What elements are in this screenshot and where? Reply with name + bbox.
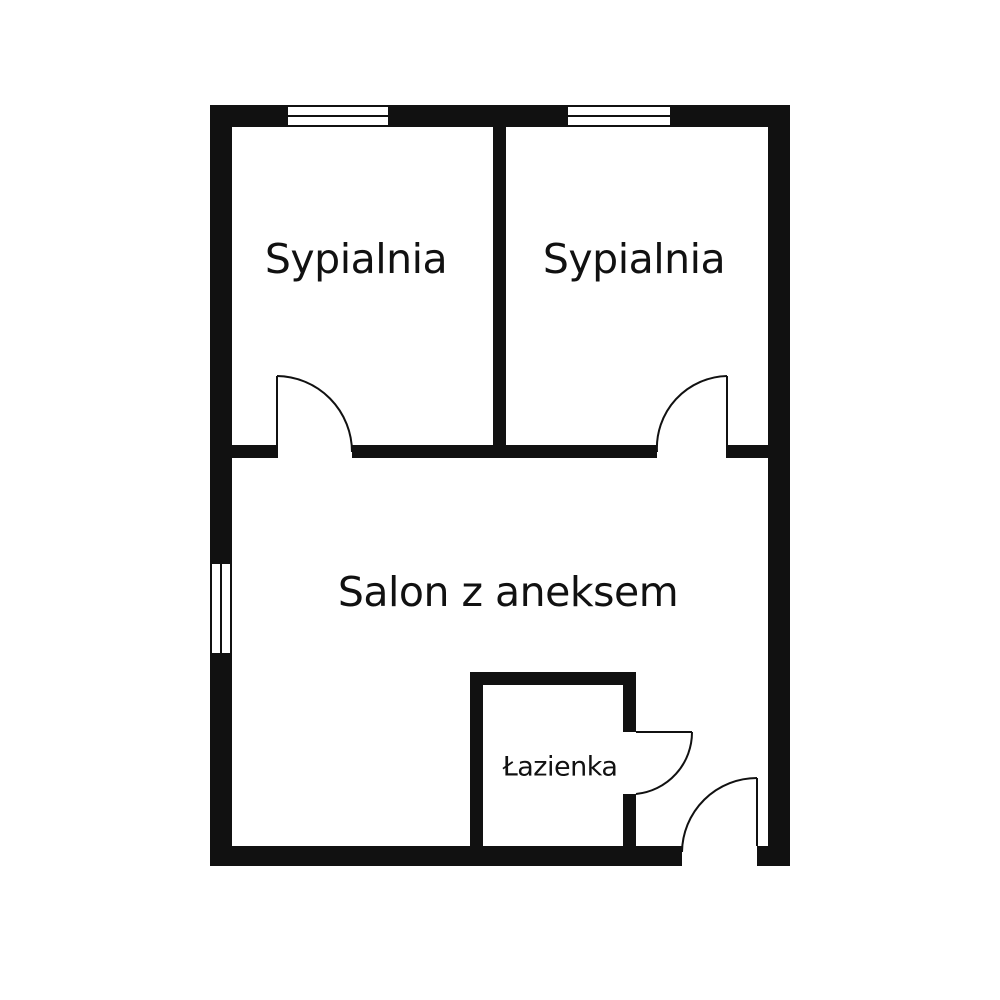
door-entrance: [681, 777, 758, 853]
room-label-living-room: Salon z aneksem: [337, 568, 679, 616]
wall-top-segment: [672, 105, 790, 127]
windows: [210, 105, 672, 655]
door-bedroom-2: [655, 375, 728, 458]
room-label-bedroom-1: Sypialnia: [264, 235, 448, 283]
door-bathroom: [635, 731, 694, 795]
wall-left-segment: [210, 105, 232, 562]
window-left: [210, 562, 232, 655]
wall-right: [768, 105, 790, 866]
wall-bathroom-left: [470, 672, 483, 846]
wall-bathroom-right: [623, 794, 636, 846]
doors: [276, 375, 758, 853]
wall-bottom: [210, 846, 682, 866]
wall-entrance-jamb: [757, 846, 790, 866]
wall-bathroom-top: [470, 672, 636, 685]
walls: [210, 105, 790, 866]
wall-bedroom-divider: [493, 127, 506, 458]
room-label-bathroom: Łazienka: [502, 751, 618, 783]
wall-bedrooms-living: [727, 445, 768, 458]
wall-bathroom-right: [623, 672, 636, 732]
window-top-right: [566, 105, 672, 127]
door-bedroom-1: [276, 375, 353, 458]
wall-bedrooms-living: [232, 445, 277, 458]
room-label-bedroom-2: Sypialnia: [542, 235, 726, 283]
wall-left-segment: [210, 655, 232, 866]
window-top-left: [286, 105, 390, 127]
wall-bedrooms-living: [352, 445, 657, 458]
wall-top-segment: [390, 105, 566, 127]
